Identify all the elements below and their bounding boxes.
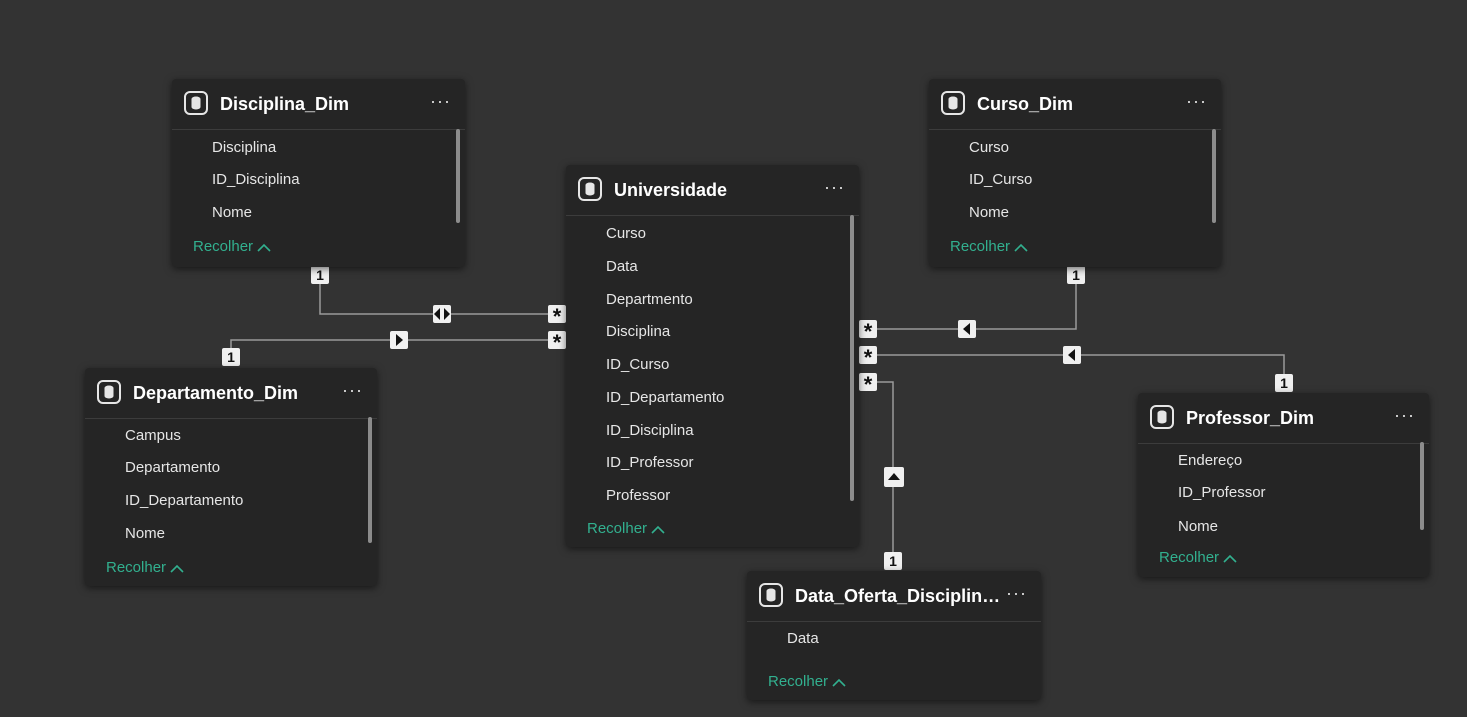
field-item[interactable]: Professor — [606, 487, 671, 504]
scrollbar[interactable] — [368, 417, 372, 543]
field-item[interactable]: Nome — [212, 204, 253, 221]
table-title: Data_Oferta_Disciplina_... — [795, 586, 1005, 606]
one-marker-departamento: 1 — [222, 348, 240, 366]
field-item[interactable]: Nome — [969, 204, 1010, 221]
collapse-link[interactable]: Recolher — [1159, 549, 1237, 567]
arrow-right-icon[interactable] — [390, 331, 408, 349]
field-item[interactable]: ID_Professor — [606, 454, 694, 471]
database-icon — [941, 91, 965, 115]
field-item[interactable]: ID_Disciplina — [606, 422, 694, 439]
field-item[interactable]: Departmento — [606, 291, 693, 308]
scrollbar[interactable] — [1212, 129, 1216, 223]
arrow-left-icon[interactable] — [958, 320, 976, 338]
many-marker-curso: * — [859, 320, 877, 344]
rel-line-professor — [868, 354, 1285, 382]
table-title: Curso_Dim — [977, 94, 1074, 114]
scrollbar[interactable] — [1420, 442, 1424, 530]
field-item[interactable]: Data — [787, 630, 819, 647]
one-marker-professor: 1 — [1275, 374, 1293, 392]
arrow-left-icon[interactable] — [1063, 346, 1081, 364]
table-title: Universidade — [614, 180, 728, 200]
more-options-icon[interactable]: ··· — [342, 380, 363, 400]
more-options-icon[interactable]: ··· — [430, 91, 451, 111]
scrollbar[interactable] — [456, 129, 460, 223]
database-icon — [97, 380, 121, 404]
table-card-universidade[interactable]: Universidade ··· Curso Data Departmento … — [566, 165, 859, 547]
chevron-up-icon — [832, 674, 846, 691]
one-marker-disciplina: 1 — [311, 266, 329, 284]
chevron-up-icon — [170, 560, 184, 577]
chevron-up-icon — [1014, 239, 1028, 256]
many-marker-professor: * — [859, 346, 877, 370]
one-marker-curso: 1 — [1067, 266, 1085, 284]
field-item[interactable]: ID_Departamento — [606, 389, 725, 406]
field-item[interactable]: Campus — [125, 427, 181, 444]
collapse-label: Recolher — [587, 520, 648, 537]
field-item[interactable]: Curso — [606, 225, 647, 242]
collapse-label: Recolher — [193, 238, 254, 255]
database-icon — [1150, 405, 1174, 429]
collapse-label: Recolher — [106, 559, 167, 576]
field-item[interactable]: Disciplina — [212, 139, 277, 156]
card-header[interactable]: Curso_Dim ··· — [929, 79, 1221, 130]
collapse-link[interactable]: Recolher — [768, 673, 846, 691]
card-header[interactable]: Professor_Dim ··· — [1138, 393, 1429, 444]
field-item[interactable]: ID_Departamento — [125, 492, 244, 509]
more-options-icon[interactable]: ··· — [1394, 405, 1415, 425]
collapse-label: Recolher — [950, 238, 1011, 255]
more-options-icon[interactable]: ··· — [824, 177, 845, 197]
many-marker-data-oferta: * — [859, 373, 877, 397]
field-item[interactable]: Departamento — [125, 459, 221, 476]
table-title: Professor_Dim — [1186, 408, 1315, 428]
rel-line-curso — [868, 284, 1077, 330]
table-card-data-oferta-disciplina[interactable]: Data_Oferta_Disciplina_... ··· Data Reco… — [747, 571, 1041, 700]
database-icon — [759, 583, 783, 607]
rel-line-disciplina — [319, 284, 557, 315]
field-item[interactable]: Nome — [1178, 518, 1219, 535]
table-card-professor-dim[interactable]: Professor_Dim ··· Endereço ID_Professor … — [1138, 393, 1429, 577]
field-item[interactable]: Disciplina — [606, 323, 671, 340]
more-options-icon[interactable]: ··· — [1186, 91, 1207, 111]
field-item[interactable]: ID_Disciplina — [212, 171, 300, 188]
field-item[interactable]: Data — [606, 258, 638, 275]
table-title: Departamento_Dim — [133, 383, 299, 403]
table-card-disciplina-dim[interactable]: Disciplina_Dim ··· Disciplina ID_Discipl… — [172, 79, 465, 267]
field-item[interactable]: ID_Curso — [606, 356, 670, 373]
field-item[interactable]: Nome — [125, 525, 166, 542]
many-marker-disciplina: * — [548, 305, 566, 329]
table-card-departamento-dim[interactable]: Departamento_Dim ··· Campus Departamento… — [85, 368, 377, 586]
collapse-label: Recolher — [1159, 549, 1220, 566]
chevron-up-icon — [651, 521, 665, 538]
chevron-up-icon — [257, 239, 271, 256]
many-marker-departamento: * — [548, 331, 566, 355]
field-item[interactable]: Curso — [969, 139, 1010, 156]
collapse-link[interactable]: Recolher — [587, 520, 665, 538]
collapse-link[interactable]: Recolher — [950, 238, 1028, 256]
field-item[interactable]: ID_Professor — [1178, 484, 1266, 501]
field-item[interactable]: Endereço — [1178, 452, 1243, 469]
card-header[interactable]: Data_Oferta_Disciplina_... ··· — [747, 571, 1041, 622]
bidirectional-arrow-icon[interactable] — [433, 305, 451, 323]
card-header[interactable]: Departamento_Dim ··· — [85, 368, 377, 419]
table-card-curso-dim[interactable]: Curso_Dim ··· Curso ID_Curso Nome Recolh… — [929, 79, 1221, 267]
field-item[interactable]: ID_Curso — [969, 171, 1033, 188]
table-title: Disciplina_Dim — [220, 94, 350, 114]
collapse-label: Recolher — [768, 673, 829, 690]
one-marker-data-oferta: 1 — [884, 552, 902, 570]
card-header[interactable]: Universidade ··· — [566, 165, 859, 216]
arrow-up-icon[interactable] — [884, 467, 904, 487]
collapse-link[interactable]: Recolher — [193, 238, 271, 256]
more-options-icon[interactable]: ··· — [1006, 583, 1027, 603]
database-icon — [184, 91, 208, 115]
collapse-link[interactable]: Recolher — [106, 559, 184, 577]
scrollbar[interactable] — [850, 215, 854, 501]
card-header[interactable]: Disciplina_Dim ··· — [172, 79, 465, 130]
chevron-up-icon — [1223, 550, 1237, 567]
database-icon — [578, 177, 602, 201]
